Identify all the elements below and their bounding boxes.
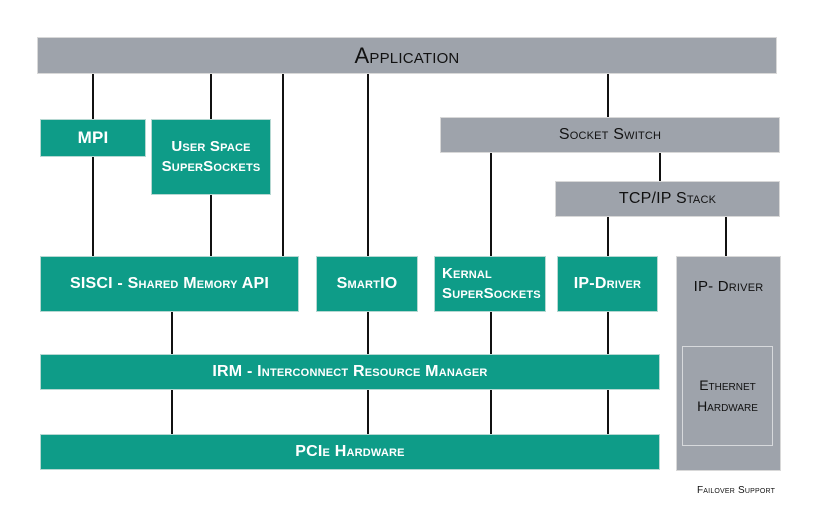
ip-driver-box: IP-Driver	[557, 256, 658, 312]
irm-label: IRM - Interconnect Resource Manager	[212, 363, 488, 381]
connector-sisci-irm	[171, 312, 173, 354]
connector-tcpip-ipdriver	[607, 217, 609, 256]
smartio-box: SmartIO	[316, 256, 418, 312]
irm-box: IRM - Interconnect Resource Manager	[40, 354, 660, 390]
socket-switch-box: Socket Switch	[440, 117, 780, 153]
socket-switch-label: Socket Switch	[558, 126, 662, 144]
connector-tcpip-failover	[725, 217, 727, 256]
ethernet-hardware-box: Ethernet Hardware	[682, 346, 773, 446]
application-label: Application	[354, 42, 460, 68]
connector-ipdriver-irm	[607, 312, 609, 354]
tcpip-stack-label: TCP/IP Stack	[618, 190, 717, 208]
smartio-label: SmartIO	[336, 275, 398, 293]
pcie-hardware-label: PCIe Hardware	[295, 443, 405, 461]
failover-ip-driver-label: IP- Driver	[693, 278, 764, 295]
connector-app-smartio	[367, 74, 369, 256]
user-space-supersockets-box: User Space SuperSockets	[151, 119, 271, 195]
connector-kernal-irm	[490, 312, 492, 354]
ip-driver-label: IP-Driver	[573, 275, 642, 293]
kernal-supersockets-label: SuperSockets	[442, 285, 541, 302]
ethernet-label: Ethernet	[699, 377, 756, 393]
sisci-label: SISCI - Shared Memory API	[69, 275, 270, 293]
user-space-label: User Space	[171, 137, 251, 155]
connector-app-sisci	[282, 74, 284, 256]
pcie-hardware-box: PCIe Hardware	[40, 434, 660, 470]
connector-irm-pcie-3	[490, 390, 492, 434]
failover-ip-driver-box: IP- Driver	[676, 256, 781, 471]
connector-app-socketswitch	[607, 74, 609, 118]
supersockets-label: SuperSockets	[161, 158, 261, 175]
sisci-box: SISCI - Shared Memory API	[40, 256, 299, 312]
connector-socketswitch-kernal	[490, 153, 492, 256]
connector-irm-pcie-1	[171, 390, 173, 434]
connector-socketswitch-tcpip	[659, 153, 661, 181]
connector-smartio-irm	[367, 312, 369, 354]
hardware-label: Hardware	[697, 398, 758, 414]
failover-support-caption: Failover Support	[697, 485, 776, 496]
mpi-label: MPI	[77, 127, 109, 147]
connector-irm-pcie-4	[607, 390, 609, 434]
application-box: Application	[37, 37, 777, 74]
kernal-label: Kernal	[442, 264, 492, 282]
mpi-box: MPI	[40, 119, 146, 157]
connector-app-mpi	[92, 74, 94, 256]
kernal-supersockets-box: Kernal SuperSockets	[434, 256, 546, 312]
connector-irm-pcie-2	[367, 390, 369, 434]
tcpip-stack-box: TCP/IP Stack	[555, 181, 780, 217]
